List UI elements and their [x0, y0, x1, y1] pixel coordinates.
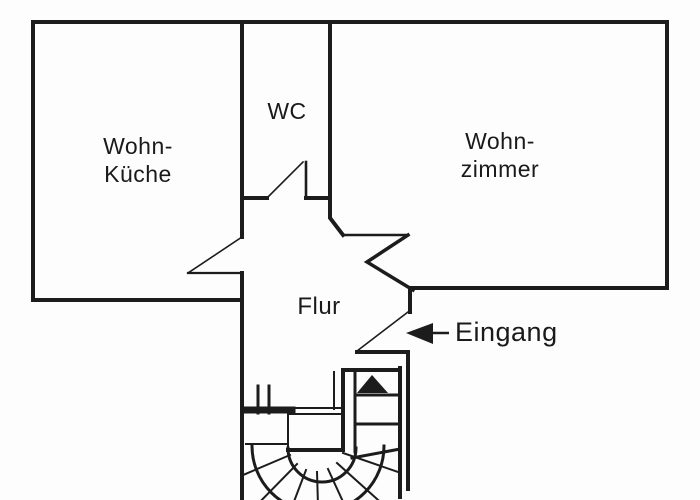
wall-wc-right — [328, 20, 346, 238]
door-swings — [186, 160, 410, 353]
arrow-left-icon — [406, 323, 449, 344]
triangle-up-icon — [357, 375, 388, 393]
room-label-wohn-kueche: Wohn- Küche — [103, 132, 173, 188]
room-label-line: zimmer — [460, 156, 540, 182]
kitchen-door-swing — [186, 235, 244, 275]
room-label-line: Küche — [104, 161, 172, 187]
walls — [31, 20, 669, 500]
livingroom-door — [363, 232, 416, 293]
winder-staircase-icon — [244, 366, 402, 500]
room-label-line: Wohn- — [103, 133, 173, 159]
entrance-label: Eingang — [455, 317, 558, 347]
room-label-flur: Flur — [297, 293, 341, 320]
entrance-door-swing — [355, 310, 410, 353]
wc-door-swing — [265, 160, 305, 200]
room-label-wohnzimmer: Wohn- zimmer — [461, 127, 539, 183]
room-label-wc: WC — [267, 98, 307, 124]
room-label-line: Wohn- — [465, 128, 535, 154]
